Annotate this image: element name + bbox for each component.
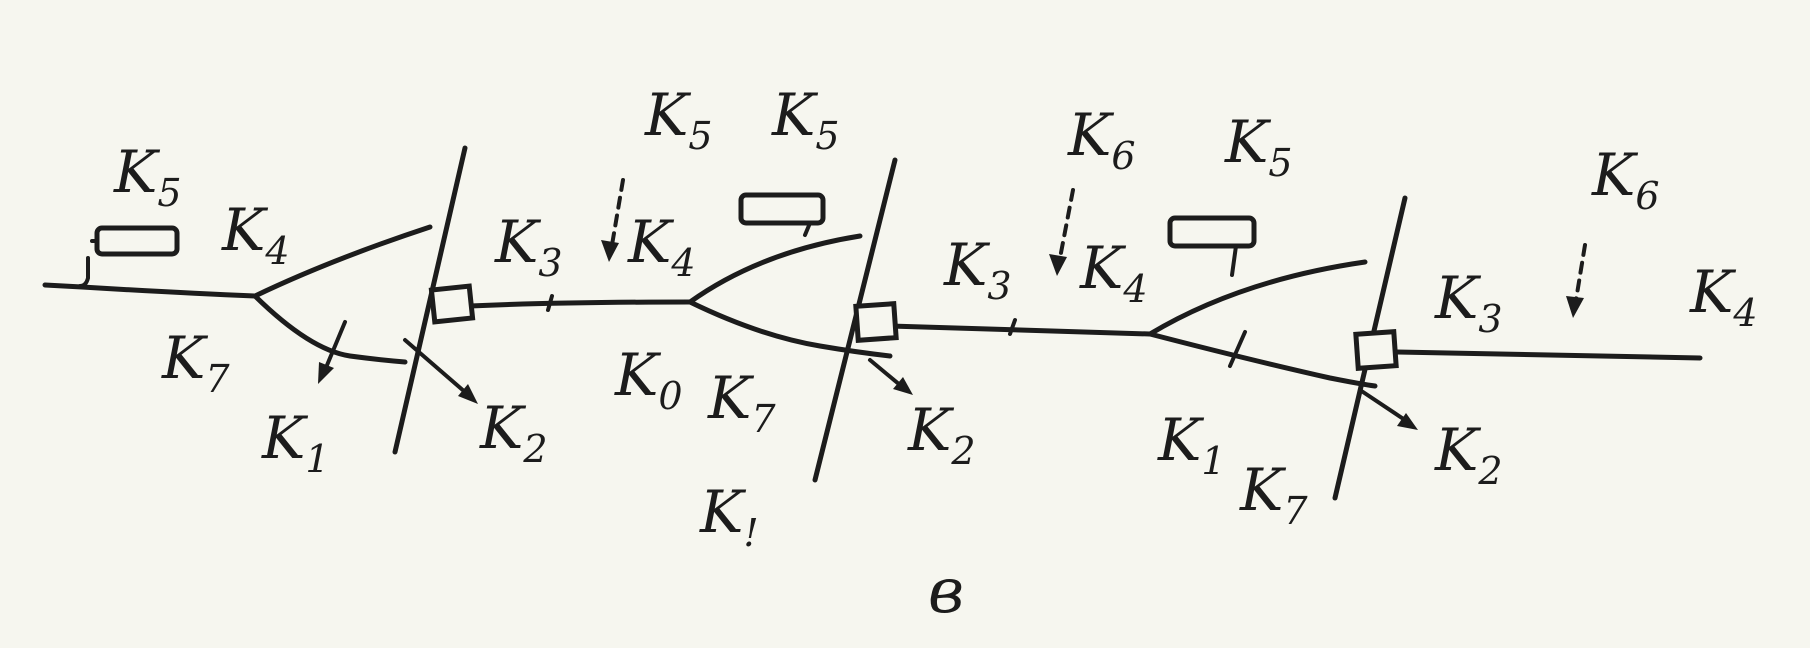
main-line-segment-2 bbox=[467, 299, 693, 309]
main-line-segment-3 bbox=[887, 323, 1153, 337]
label-k5-c: K5 bbox=[771, 81, 840, 158]
branch-lower-2 bbox=[687, 299, 893, 359]
label-k1-c: K1 bbox=[1157, 406, 1226, 483]
dash-arrow-k5-head-2 bbox=[601, 240, 619, 262]
tick-k3-c bbox=[1008, 318, 1017, 336]
label-k5-b: K5 bbox=[644, 81, 713, 158]
valve-box-3 bbox=[1353, 329, 1399, 371]
caption: в bbox=[928, 554, 964, 627]
label-k5-a: K5 bbox=[113, 138, 182, 215]
tick-k3-a bbox=[546, 294, 554, 312]
label-k2-c: K2 bbox=[1434, 416, 1503, 493]
left-start-hook bbox=[78, 256, 90, 288]
valve-box-1 bbox=[428, 283, 476, 325]
arrow-k2-head-3 bbox=[1397, 413, 1418, 430]
label-k4-a: K4 bbox=[221, 196, 290, 273]
main-line-segment-4 bbox=[1392, 349, 1703, 361]
dash-arrow-k6-shaft-4 bbox=[1574, 243, 1587, 302]
label-k7-a: K7 bbox=[161, 324, 230, 401]
label-k4-b: K4 bbox=[627, 208, 696, 285]
label-k4-c: K4 bbox=[1079, 234, 1148, 311]
arrow-k2-shaft-3 bbox=[1358, 388, 1407, 422]
arrow-k2-head-1 bbox=[458, 384, 478, 404]
dash-arrow-k6-head-3 bbox=[1049, 254, 1067, 276]
arrow-k2-shaft-2 bbox=[868, 358, 902, 387]
label-k3-c: K3 bbox=[943, 231, 1012, 308]
label-k3-a: K3 bbox=[494, 208, 563, 285]
dash-arrow-k5-shaft-2 bbox=[610, 178, 625, 247]
main-line-segment-1 bbox=[42, 282, 258, 299]
label-k1-b: K! bbox=[699, 478, 759, 555]
label-k1-a: K1 bbox=[261, 404, 330, 481]
label-k5-d: K5 bbox=[1224, 108, 1293, 185]
dash-arrow-k6-shaft-3 bbox=[1058, 188, 1075, 260]
branch-upper-2 bbox=[687, 233, 863, 305]
tank-lead-3 bbox=[1230, 244, 1238, 277]
arrow-k1-head-1 bbox=[318, 362, 334, 384]
label-k4-d: K4 bbox=[1689, 258, 1758, 335]
label-k7-b: K7 bbox=[707, 364, 776, 441]
arrow-k1-shaft-1 bbox=[323, 320, 347, 372]
label-k6-d: K6 bbox=[1591, 141, 1660, 218]
branch-upper-3 bbox=[1147, 259, 1368, 337]
tank-symbol-2 bbox=[738, 192, 826, 226]
label-k7-c: K7 bbox=[1239, 456, 1308, 533]
tank-lead-2 bbox=[803, 221, 812, 237]
tank-symbol-3 bbox=[1167, 215, 1257, 249]
label-k0-b: K0 bbox=[614, 341, 683, 418]
label-k3-d: K3 bbox=[1434, 264, 1503, 341]
tick-k1-3 bbox=[1228, 330, 1247, 368]
label-k2-b: K2 bbox=[907, 396, 976, 473]
branch-lower-3 bbox=[1147, 331, 1378, 389]
arrow-k2-shaft-1 bbox=[403, 338, 467, 394]
valve-box-2 bbox=[853, 301, 899, 343]
dash-arrow-k6-head-4 bbox=[1566, 296, 1584, 318]
branch-upper-1 bbox=[252, 224, 433, 299]
arrow-k2-head-2 bbox=[893, 377, 913, 395]
tank-symbol-1 bbox=[94, 225, 180, 257]
label-k2-a: K2 bbox=[479, 394, 548, 471]
label-k6-c: K6 bbox=[1067, 101, 1136, 178]
branch-lower-1 bbox=[252, 293, 408, 365]
